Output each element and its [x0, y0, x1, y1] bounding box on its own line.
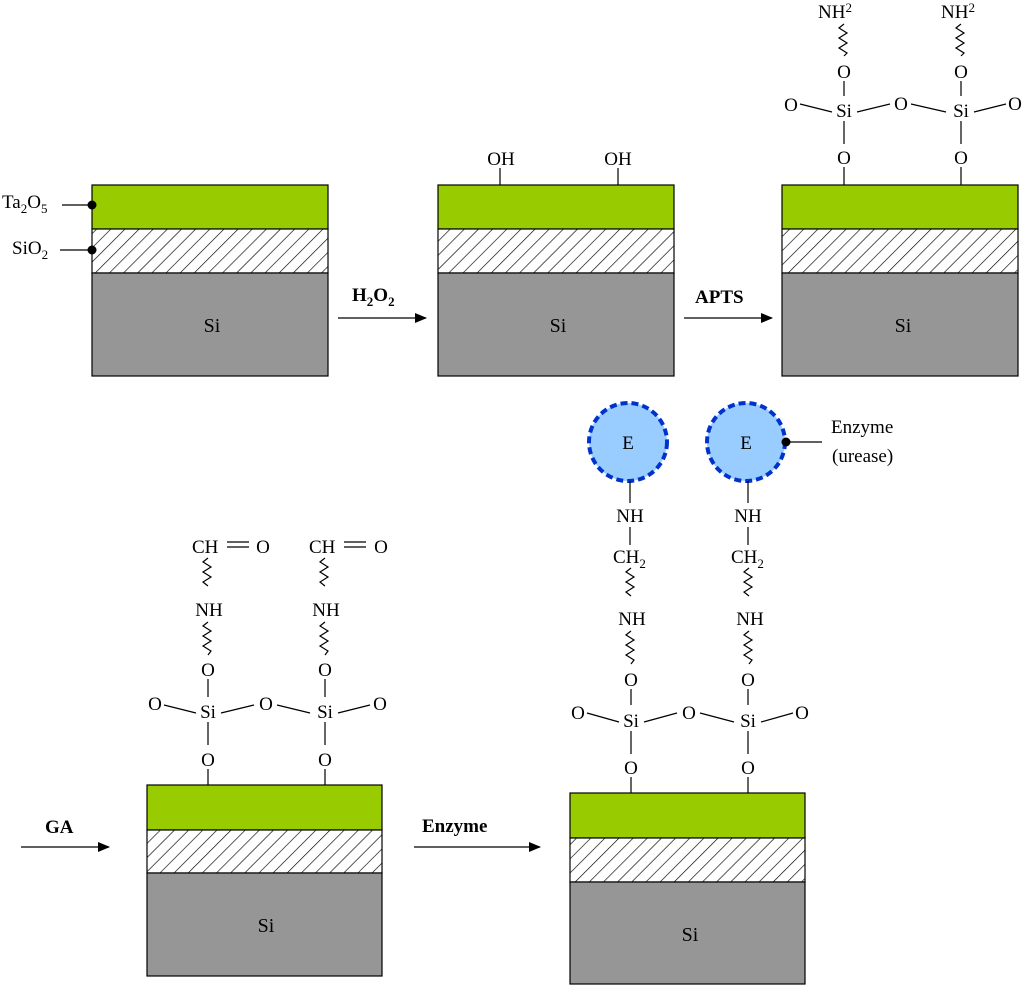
- si-substrate: [781, 272, 1019, 377]
- svg-text:O: O: [741, 758, 755, 779]
- callout-dot: [87, 200, 97, 210]
- ta2o5-layer: [569, 792, 806, 839]
- step-arrow-enzyme: Enzyme: [414, 816, 541, 852]
- reagent-enzyme: Enzyme: [422, 816, 487, 837]
- chip-2: Si OH OH: [437, 149, 675, 377]
- aldehyde-group: CH: [192, 537, 219, 558]
- si-label: Si: [682, 924, 699, 946]
- sio2-layer: [437, 228, 675, 274]
- svg-text:O: O: [571, 703, 585, 724]
- apts-structure: NH2 O Si O O O NH2 O Si O O: [784, 0, 1022, 185]
- svg-text:O: O: [318, 750, 332, 771]
- si-label: Si: [895, 315, 912, 337]
- reagent-h2o2: H2O2: [352, 285, 395, 309]
- svg-text:O: O: [201, 660, 215, 681]
- enzyme-symbol: E: [622, 433, 634, 454]
- svg-text:O: O: [1008, 94, 1022, 115]
- svg-text:O: O: [894, 94, 908, 115]
- immobilized-enzyme-structure: E NH CH2 NH O Si O O O E NH CH2: [571, 401, 809, 793]
- sio2-layer: [569, 837, 806, 883]
- svg-text:NH: NH: [616, 506, 644, 527]
- svg-text:NH: NH: [312, 600, 340, 621]
- svg-text:O: O: [741, 670, 755, 691]
- amine-group: NH2: [818, 0, 852, 23]
- svg-text:O: O: [374, 537, 388, 558]
- svg-text:NH: NH: [734, 506, 762, 527]
- svg-text:O: O: [201, 750, 215, 771]
- chip-3: Si NH2 O Si O O O NH2 O Si O O: [781, 0, 1022, 377]
- enzyme-label-line1: Enzyme: [831, 417, 893, 438]
- si-substrate: [437, 272, 675, 377]
- chip-1: Si: [91, 184, 329, 377]
- svg-text:Si: Si: [200, 702, 216, 723]
- ta2o5-layer: [91, 184, 329, 230]
- svg-text:O: O: [259, 694, 273, 715]
- ta2o5-layer: [437, 184, 675, 230]
- svg-text:CH2: CH2: [613, 547, 646, 571]
- svg-text:O: O: [837, 148, 851, 169]
- si-label: Si: [550, 315, 567, 337]
- svg-text:NH: NH: [736, 609, 764, 630]
- svg-text:Si: Si: [953, 101, 969, 122]
- svg-text:NH: NH: [618, 609, 646, 630]
- step-arrow-apts: APTS: [684, 287, 773, 323]
- glutaraldehyde-structure: CH O NH O Si O O O CH O NH O: [148, 537, 388, 785]
- si-label: Si: [204, 315, 221, 337]
- svg-text:Si: Si: [740, 711, 756, 732]
- ta2o5-layer: [146, 784, 383, 831]
- step-arrow-ga: GA: [21, 817, 110, 852]
- svg-text:O: O: [318, 660, 332, 681]
- chip-5: Si E NH CH2 NH O Si O O O E: [569, 401, 893, 985]
- chip-4: Si CH O NH O Si O O O CH O: [146, 537, 388, 977]
- ta2o5-callout: Ta2O5: [2, 192, 97, 216]
- svg-text:NH: NH: [195, 600, 223, 621]
- step-arrow-h2o2: H2O2: [338, 285, 427, 323]
- svg-text:O: O: [624, 670, 638, 691]
- svg-text:O: O: [624, 758, 638, 779]
- svg-text:O: O: [795, 703, 809, 724]
- ta2o5-layer: [781, 184, 1019, 230]
- sio2-layer: [781, 228, 1019, 274]
- svg-text:O: O: [784, 95, 798, 116]
- svg-text:Si: Si: [836, 101, 852, 122]
- callout-dot: [87, 245, 97, 255]
- svg-text:Si: Si: [623, 711, 639, 732]
- svg-text:Si: Si: [317, 702, 333, 723]
- svg-text:O: O: [373, 694, 387, 715]
- si-substrate: [91, 272, 329, 377]
- amine-group: NH2: [941, 0, 975, 23]
- aldehyde-group: CH: [309, 537, 336, 558]
- svg-text:O: O: [148, 694, 162, 715]
- si-substrate: [569, 881, 806, 985]
- svg-text:O: O: [682, 703, 696, 724]
- hydroxyl-group: OH: [487, 149, 515, 170]
- sio2-callout: SiO2: [12, 238, 97, 262]
- enzyme-callout: Enzyme (urease): [781, 417, 893, 467]
- si-label: Si: [258, 915, 275, 937]
- sio2-label: SiO2: [12, 238, 48, 262]
- sio2-layer: [146, 829, 383, 874]
- svg-text:CH2: CH2: [731, 547, 764, 571]
- enzyme-label-line2: (urease): [832, 446, 893, 467]
- svg-text:O: O: [954, 148, 968, 169]
- reagent-ga: GA: [45, 817, 74, 838]
- svg-text:O: O: [837, 62, 851, 83]
- svg-text:O: O: [954, 62, 968, 83]
- si-substrate: [146, 872, 383, 977]
- ta2o5-label: Ta2O5: [2, 192, 47, 216]
- enzyme-circle: [587, 401, 669, 483]
- enzyme-symbol: E: [740, 433, 752, 454]
- sio2-layer: [91, 228, 329, 274]
- svg-text:O: O: [256, 537, 270, 558]
- hydroxyl-group: OH: [604, 149, 632, 170]
- reagent-apts: APTS: [695, 287, 744, 308]
